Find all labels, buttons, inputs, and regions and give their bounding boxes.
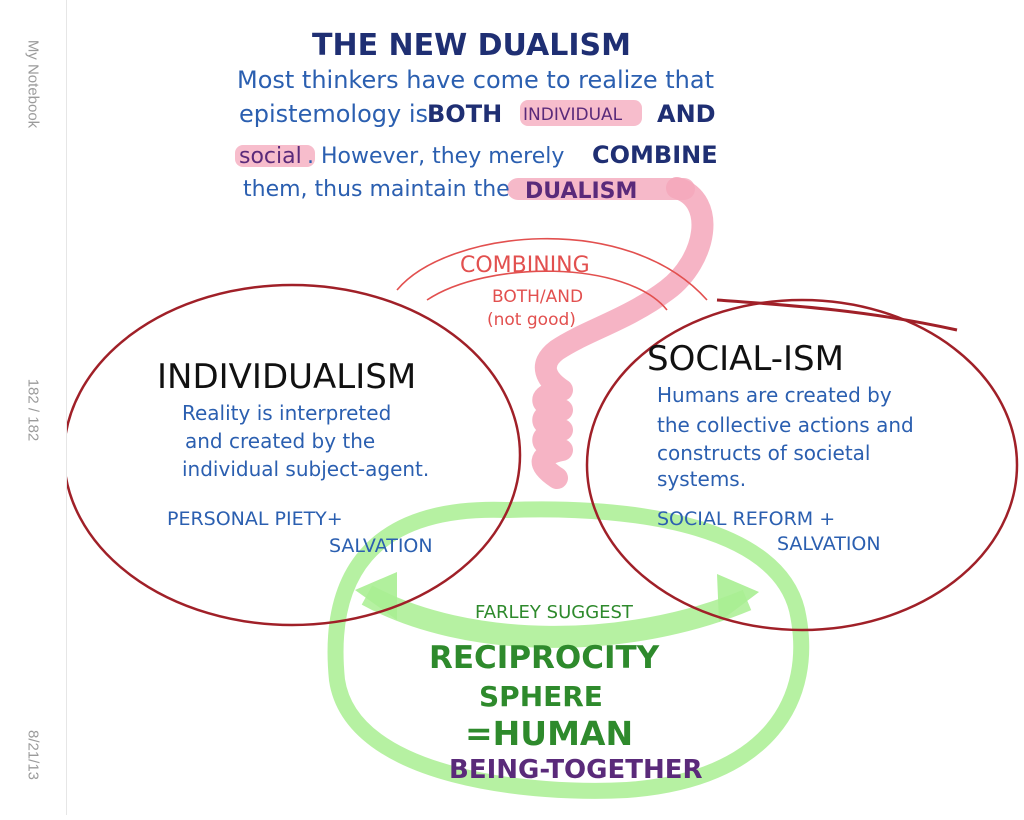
individual-highlight <box>520 100 642 126</box>
individualism-desc-1: Reality is interpreted <box>182 401 391 425</box>
intro-individual: INDIVIDUAL <box>523 105 623 125</box>
socialism-desc-3: constructs of societal <box>657 441 871 465</box>
intro-and: AND <box>657 100 716 128</box>
individualism-foot-2: SALVATION <box>329 535 433 557</box>
farley-label: FARLEY SUGGEST <box>475 602 634 623</box>
intro-line-4: them, thus maintain the <box>243 177 510 202</box>
page-counter: 182 / 182 <box>24 378 42 442</box>
dualism-highlight <box>507 178 695 200</box>
notebook-sidebar: My Notebook 182 / 182 8/21/13 <box>0 0 67 815</box>
individualism-circle <box>62 283 522 627</box>
individualism-desc-2: and created by the <box>185 429 375 453</box>
intro-social: social <box>239 144 302 169</box>
intro-line-2a: epistemology is <box>239 100 428 128</box>
socialism-title: SOCIAL-ISM <box>647 339 844 379</box>
reciprocity-arrow <box>361 585 752 648</box>
arrowhead-right-icon <box>717 574 759 622</box>
not-good-label: (not good) <box>487 310 576 330</box>
note-canvas: THE NEW DUALISM Most thinkers have come … <box>62 0 1024 815</box>
both-and-label: BOTH/AND <box>492 287 583 307</box>
arrowhead-left-icon <box>355 572 397 620</box>
note-title: THE NEW DUALISM <box>312 28 631 63</box>
intro-line-1: Most thinkers have come to realize that <box>237 66 714 94</box>
socialism-foot-1: SOCIAL REFORM + <box>657 508 835 530</box>
intro-dualism: DUALISM <box>525 179 637 204</box>
socialism-desc-1: Humans are created by <box>657 383 892 407</box>
combining-label: COMBINING <box>460 253 590 278</box>
socialism-circle <box>585 298 1019 632</box>
intro-line-3b: . However, they merely <box>307 144 564 169</box>
individualism-desc-3: individual subject-agent. <box>182 457 429 481</box>
socialism-foot-2: SALVATION <box>777 533 881 555</box>
socialism-circle-overstroke <box>716 298 958 332</box>
handwritten-sketch: THE NEW DUALISM Most thinkers have come … <box>62 28 1019 799</box>
reciprocity-circle <box>327 501 810 799</box>
page-date: 8/21/13 <box>24 729 42 781</box>
human-label: =HUMAN <box>465 714 633 753</box>
being-together-label: BEING-TOGETHER <box>449 755 703 785</box>
reciprocity-title: RECIPROCITY <box>429 640 660 676</box>
notebook-title[interactable]: My Notebook <box>24 39 42 129</box>
combining-arc-outer <box>396 237 708 301</box>
socialism-desc-2: the collective actions and <box>657 413 914 437</box>
sphere-label: SPHERE <box>479 680 603 713</box>
intro-combine: COMBINE <box>592 141 718 169</box>
intro-both: BOTH <box>427 100 502 128</box>
combining-arc-inner <box>426 270 668 311</box>
connector-squiggle <box>531 177 714 489</box>
individualism-foot-1: PERSONAL PIETY+ <box>167 508 343 530</box>
socialism-desc-4: systems. <box>657 467 746 491</box>
social-highlight <box>235 145 315 167</box>
individualism-title: INDIVIDUALISM <box>157 357 416 397</box>
